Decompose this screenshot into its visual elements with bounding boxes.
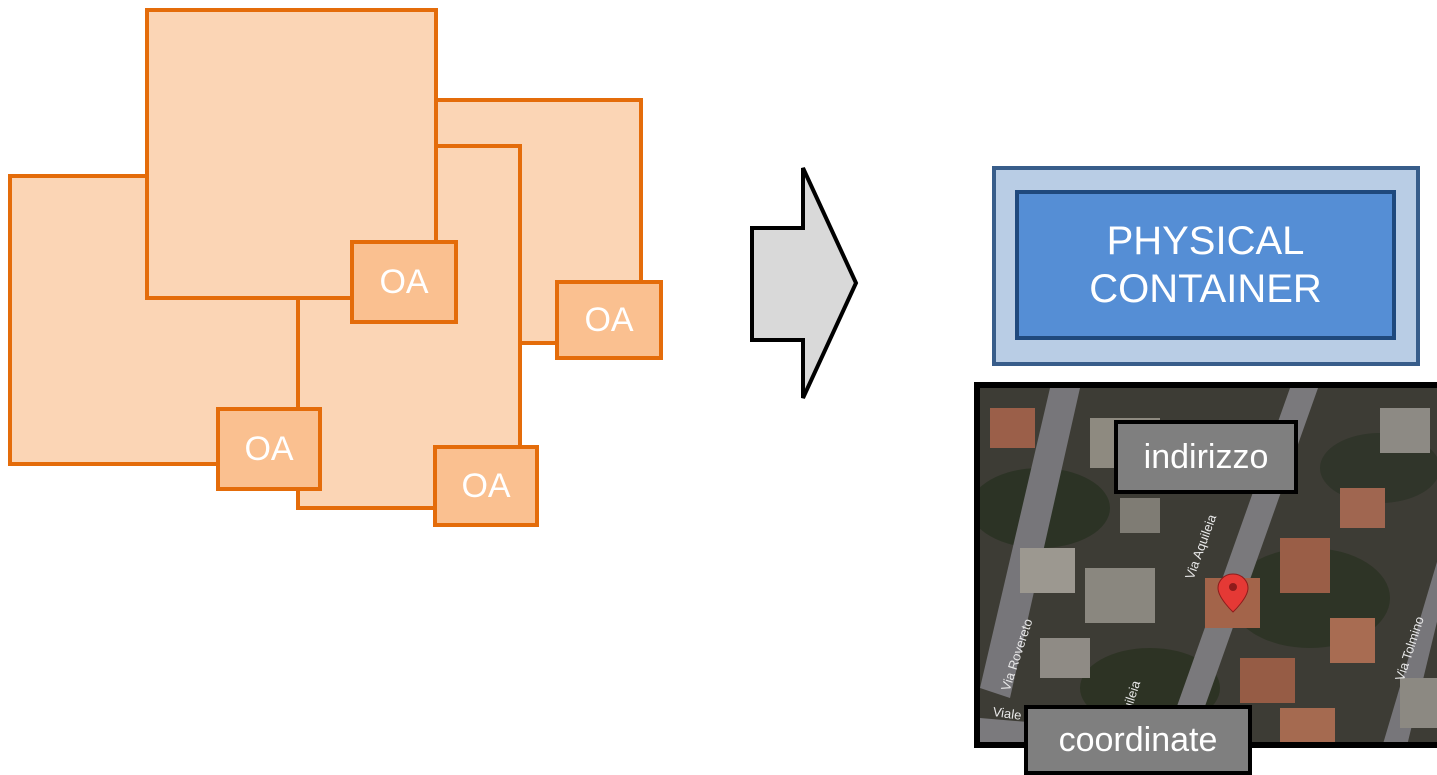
oa-box-2: OA	[555, 280, 663, 360]
address-label-text: indirizzo	[1143, 437, 1269, 476]
coordinates-label: coordinate	[1024, 705, 1252, 775]
physical-container-line2: CONTAINER	[1089, 267, 1322, 311]
oa-box-4: OA	[433, 445, 539, 527]
address-label: indirizzo	[1114, 420, 1298, 494]
physical-container-box: PHYSICAL CONTAINER	[1015, 190, 1396, 340]
oa-box-1: OA	[350, 240, 458, 324]
oa-label: OA	[379, 262, 429, 301]
oa-box-3: OA	[216, 407, 322, 491]
right-arrow-icon	[750, 167, 859, 399]
oa-label: OA	[584, 300, 634, 339]
oa-label: OA	[244, 429, 294, 468]
physical-container-line1: PHYSICAL	[1106, 219, 1305, 263]
oa-label: OA	[461, 466, 511, 505]
map-pin-icon	[1217, 573, 1249, 613]
coordinates-label-text: coordinate	[1058, 720, 1218, 759]
